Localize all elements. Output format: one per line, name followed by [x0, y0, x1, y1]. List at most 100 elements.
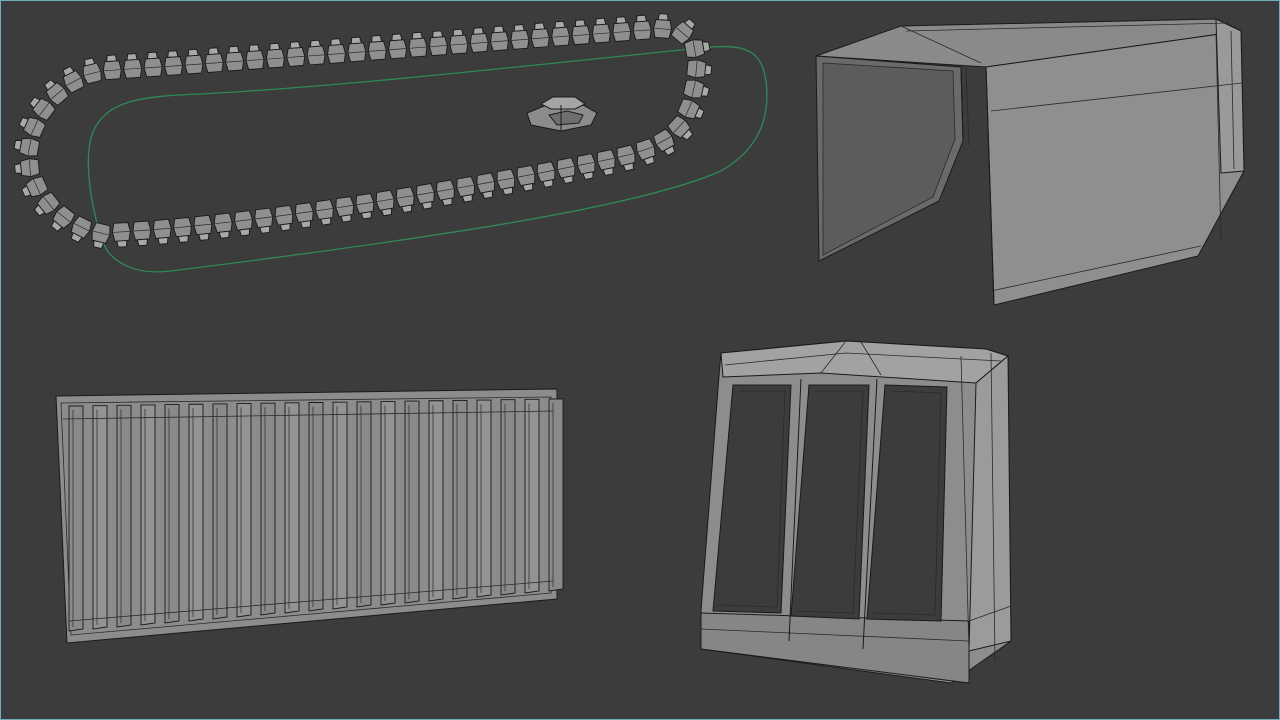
track-link[interactable]	[80, 57, 103, 85]
track-link[interactable]	[47, 204, 76, 234]
track-link[interactable]	[375, 189, 397, 217]
track-link[interactable]	[435, 179, 457, 207]
track-link[interactable]	[102, 54, 122, 81]
louver-slat[interactable]	[236, 403, 252, 618]
track-link[interactable]	[274, 204, 295, 232]
track-link[interactable]	[193, 214, 213, 241]
track-link[interactable]	[428, 30, 448, 57]
fender-cover-mesh[interactable]	[815, 18, 1245, 306]
track-link[interactable]	[612, 16, 632, 42]
track-link[interactable]	[20, 175, 49, 201]
track-link[interactable]	[233, 210, 254, 237]
track-link[interactable]	[495, 168, 517, 196]
track-link[interactable]	[510, 24, 530, 50]
track-link[interactable]	[204, 47, 224, 73]
louvered-panel-mesh[interactable]	[55, 388, 564, 644]
track-link[interactable]	[596, 149, 618, 176]
track-link[interactable]	[387, 33, 408, 60]
track-link[interactable]	[314, 199, 335, 226]
louver-slat[interactable]	[284, 402, 300, 614]
track-link[interactable]	[576, 153, 598, 180]
window-frame-cabin-mesh[interactable]	[700, 340, 1012, 684]
track-link[interactable]	[265, 42, 285, 69]
track-link[interactable]	[184, 48, 204, 75]
track-link[interactable]	[686, 59, 713, 79]
louver-slat[interactable]	[308, 402, 324, 612]
track-link[interactable]	[571, 19, 591, 46]
louver-slat[interactable]	[548, 398, 564, 592]
louver-slat[interactable]	[500, 399, 516, 596]
track-link[interactable]	[652, 128, 679, 158]
track-chain-mesh[interactable]	[13, 13, 713, 250]
track-link[interactable]	[123, 53, 143, 79]
track-link[interactable]	[326, 38, 346, 64]
track-link[interactable]	[334, 196, 355, 223]
track-link[interactable]	[666, 114, 696, 144]
louver-slat[interactable]	[68, 405, 84, 632]
track-link[interactable]	[469, 27, 489, 53]
track-link[interactable]	[59, 64, 86, 94]
track-link[interactable]	[347, 36, 367, 63]
spline-path[interactable]	[87, 45, 768, 273]
track-link[interactable]	[294, 202, 315, 229]
track-link[interactable]	[415, 183, 437, 210]
track-link[interactable]	[89, 222, 112, 250]
track-link[interactable]	[143, 51, 163, 78]
louver-slat[interactable]	[212, 403, 228, 620]
track-link[interactable]	[245, 44, 265, 70]
track-link[interactable]	[632, 14, 652, 41]
track-link[interactable]	[13, 136, 41, 158]
track-link[interactable]	[530, 22, 550, 49]
track-link[interactable]	[132, 220, 152, 247]
louver-slat[interactable]	[380, 401, 396, 606]
louver-slat[interactable]	[92, 405, 108, 630]
track-link[interactable]	[449, 28, 469, 55]
track-link[interactable]	[475, 172, 497, 200]
track-link[interactable]	[152, 218, 172, 245]
track-link[interactable]	[677, 97, 706, 123]
track-link[interactable]	[515, 164, 537, 192]
track-link[interactable]	[306, 39, 326, 66]
louver-slat[interactable]	[356, 401, 372, 608]
track-link[interactable]	[173, 217, 193, 243]
track-link[interactable]	[17, 113, 47, 139]
track-link[interactable]	[682, 78, 710, 101]
track-link[interactable]	[615, 144, 638, 173]
louver-slat[interactable]	[164, 404, 180, 624]
track-link[interactable]	[536, 161, 558, 188]
track-link[interactable]	[163, 50, 183, 76]
track-link[interactable]	[14, 158, 41, 178]
track-link[interactable]	[111, 222, 131, 248]
louver-slat[interactable]	[524, 398, 540, 594]
track-link[interactable]	[683, 37, 711, 59]
track-link[interactable]	[286, 41, 306, 67]
louver-slat[interactable]	[116, 404, 132, 628]
track-link[interactable]	[591, 17, 611, 44]
louver-slat[interactable]	[332, 401, 348, 610]
track-link[interactable]	[455, 176, 477, 203]
track-link[interactable]	[213, 212, 234, 239]
track-link[interactable]	[67, 215, 94, 245]
track-link[interactable]	[367, 34, 387, 61]
louver-slat[interactable]	[452, 399, 468, 600]
louver-slat[interactable]	[428, 400, 444, 602]
track-link[interactable]	[634, 138, 659, 166]
track-link[interactable]	[41, 77, 70, 107]
track-link[interactable]	[653, 13, 673, 39]
louver-slat[interactable]	[476, 399, 492, 598]
track-link[interactable]	[31, 191, 61, 220]
track-link[interactable]	[489, 25, 509, 52]
track-link[interactable]	[254, 207, 275, 234]
track-link[interactable]	[355, 193, 376, 220]
track-link[interactable]	[225, 45, 245, 72]
track-link[interactable]	[408, 31, 428, 58]
louver-slat[interactable]	[140, 404, 156, 626]
track-link[interactable]	[551, 20, 571, 47]
track-link[interactable]	[670, 16, 699, 46]
track-link-single-mesh[interactable]	[526, 96, 598, 132]
louver-slat[interactable]	[188, 403, 204, 622]
track-link[interactable]	[27, 93, 57, 122]
track-link[interactable]	[556, 157, 578, 184]
